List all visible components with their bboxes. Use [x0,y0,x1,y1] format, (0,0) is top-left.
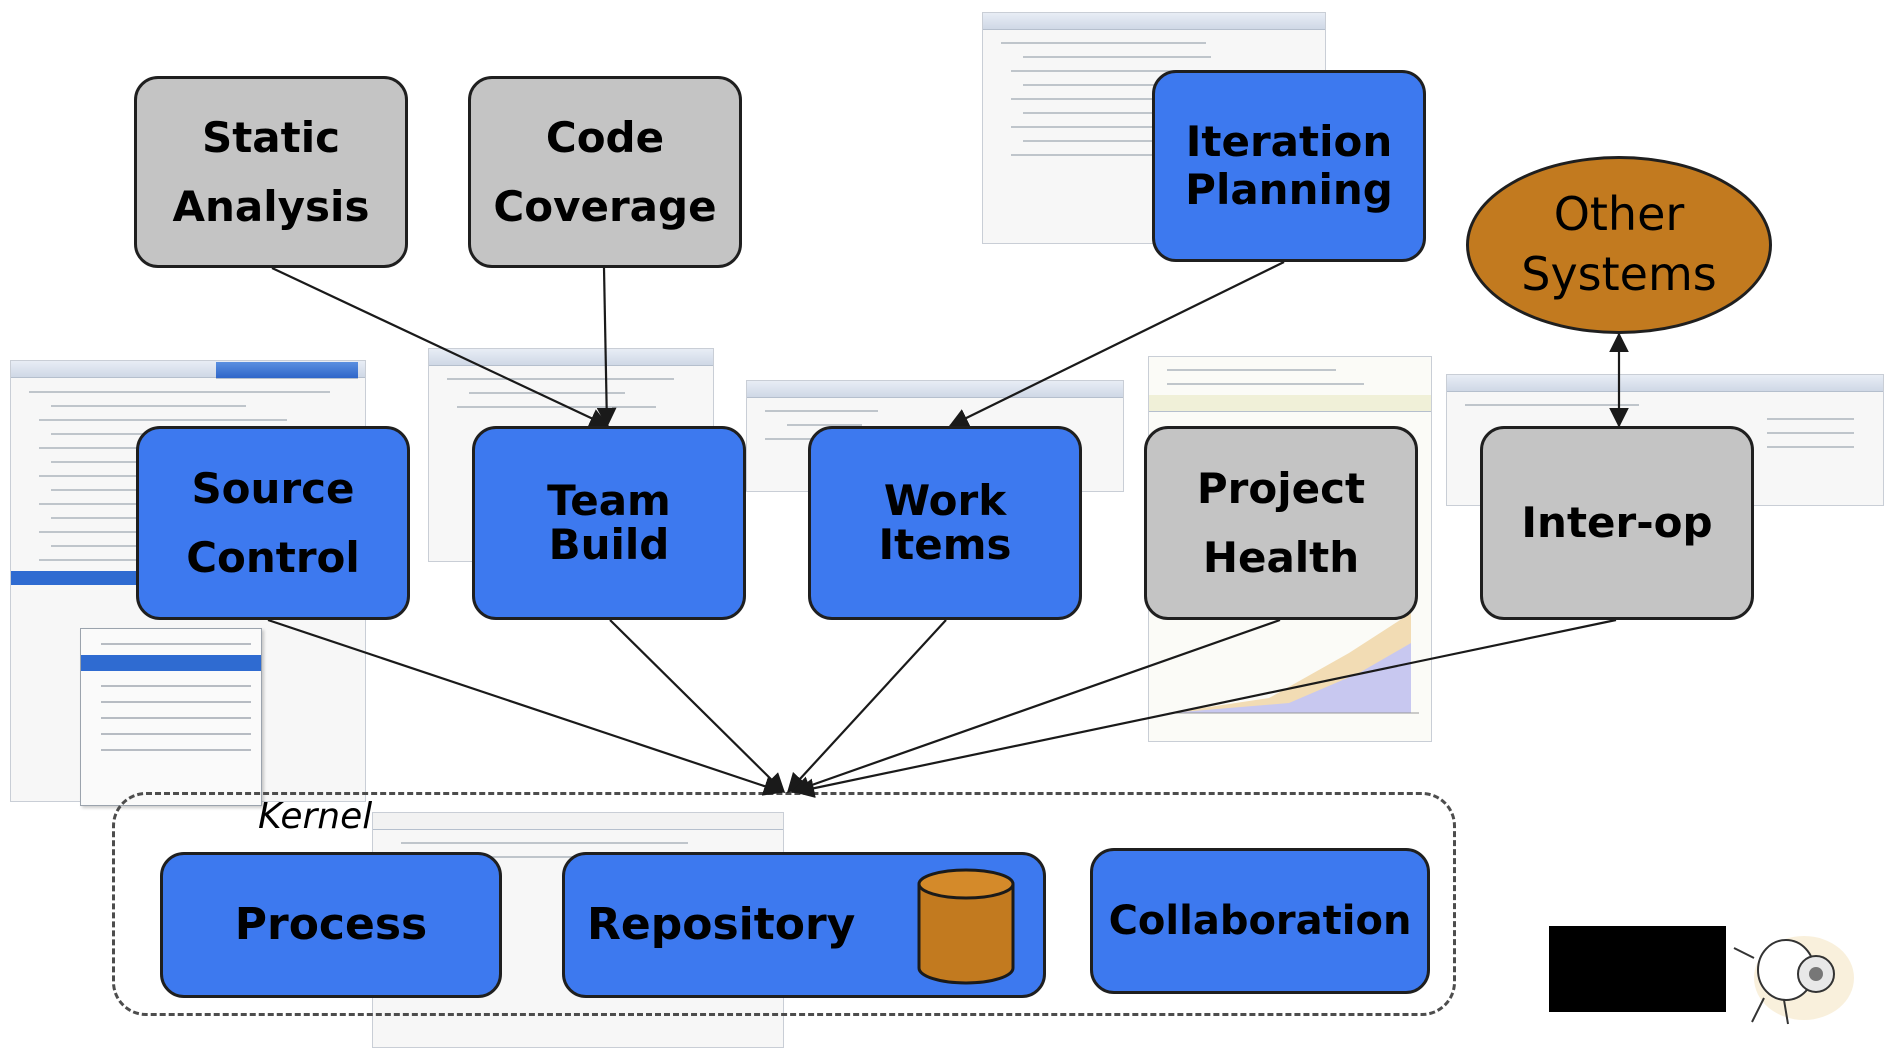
node-static-analysis[interactable]: Static Analysis [134,76,408,268]
menu-highlight [81,655,261,671]
edge-team-build-to-kernel [609,619,786,794]
screenshot-line [1011,126,1251,128]
edge-project-health-to-kernel [790,618,1281,796]
cylinder-top [917,868,1015,900]
screenshot-line [469,392,626,394]
screenshot-line [1011,98,1251,100]
screenshot-line [1023,112,1212,114]
node-team-build[interactable]: Team Build [472,426,746,620]
screenshot-line [765,410,878,412]
screenshot-tabbar [216,362,358,379]
node-inter-op[interactable]: Inter-op [1480,426,1754,620]
menu-line [101,749,251,751]
screenshot-line [1023,84,1212,86]
edge-work-items-to-kernel [786,619,947,794]
screenshot-line [1167,383,1365,385]
screenshot-titlebar [429,349,713,366]
screenshot-line [1767,446,1855,448]
menu-line [101,685,251,687]
kernel-container [112,792,1456,1016]
node-source-control[interactable]: Source Control [136,426,410,620]
menu-line [101,643,251,645]
edge-source-control-to-kernel [267,618,784,796]
screenshot-line [1023,140,1212,142]
screenshot-line [39,419,287,421]
edge-iteration-planning-to-work-items [948,261,1285,427]
node-process[interactable]: Process [160,852,502,998]
background-context-menu [80,628,262,806]
screenshot-line [447,378,675,380]
menu-line [101,717,251,719]
area-series-lilac [1169,643,1411,713]
screenshot-line [765,438,822,440]
node-other-systems[interactable]: Other Systems [1466,156,1772,334]
cylinder-body [917,884,1015,985]
node-work-items[interactable]: Work Items [808,426,1082,620]
mascot-lens-center [1809,967,1823,981]
screenshot-line [787,424,863,426]
screenshot-line [1001,42,1207,44]
screenshot-line [1023,56,1212,58]
kernel-label: Kernel [258,796,373,837]
screenshot-line [51,405,246,407]
mascot-graphic [1733,936,1854,1025]
screenshot-line [1011,154,1251,156]
edge-code-coverage-to-team-build [596,267,617,428]
edge-inter-op-to-kernel [794,618,1617,798]
screenshot-toolbar [1149,395,1431,412]
background-area-chart [1169,613,1419,714]
screenshot-line [413,856,639,858]
screenshot-line [1465,404,1640,406]
node-project-health[interactable]: Project Health [1144,426,1418,620]
node-iteration-planning[interactable]: Iteration Planning [1152,70,1426,262]
redacted-logo-block [1549,926,1726,1012]
screenshot-line [1011,70,1251,72]
screenshot-line [1167,369,1337,371]
screenshot-line [29,391,330,393]
screenshot-toolbar [373,813,783,830]
node-code-coverage[interactable]: Code Coverage [468,76,742,268]
screenshot-titlebar [747,381,1123,398]
screenshot-line [457,406,656,408]
screenshot-line [1767,432,1855,434]
menu-line [101,701,251,703]
screenshot-line [1767,418,1855,420]
node-collaboration[interactable]: Collaboration [1090,848,1430,994]
screenshot-titlebar [983,13,1325,30]
menu-line [101,733,251,735]
screenshot-titlebar [1447,375,1883,392]
screenshot-line [401,842,688,844]
edge-static-analysis-to-team-build [271,267,610,428]
mascot-limbs [1733,947,1789,1025]
database-cylinder-icon [917,868,1015,985]
repository-label: Repository [587,898,856,950]
